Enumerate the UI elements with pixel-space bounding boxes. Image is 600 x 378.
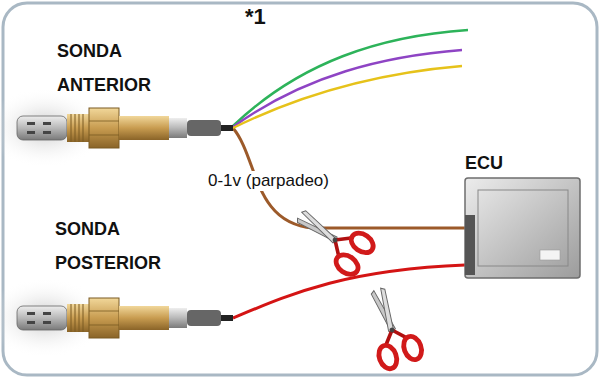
callout-number: *1 (245, 4, 266, 30)
sensor-box: SONDA POSTERIOR (15, 292, 233, 344)
purple-wire (233, 50, 462, 127)
part-label: SONDA POSTERIOR (55, 212, 185, 280)
ecu-drawing (465, 178, 580, 278)
part-label: ECU (465, 146, 545, 180)
sensor-drawing (17, 108, 233, 148)
sensor-drawing (17, 298, 233, 338)
scissors-icon (287, 198, 377, 279)
sensor-box: SONDA ANTERIOR (15, 102, 233, 154)
scissors-icon (357, 282, 425, 371)
part-label: SONDA ANTERIOR (57, 34, 187, 102)
signal-label: 0-1v (parpadeo) (205, 171, 332, 191)
ecu-box: ECU (465, 178, 580, 278)
frame-border (3, 3, 597, 375)
yellow-wire (233, 66, 462, 128)
